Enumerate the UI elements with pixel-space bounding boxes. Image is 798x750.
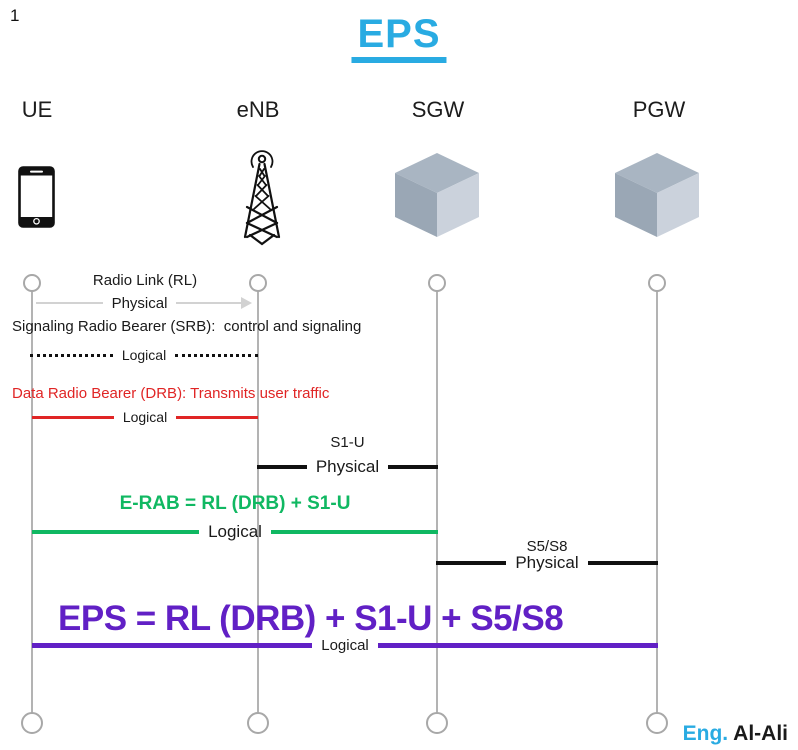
lifeline-bottom-circle-ue <box>21 712 43 734</box>
lifeline-top-circle-enb <box>249 274 267 292</box>
lifeline-bottom-circle-sgw <box>426 712 448 734</box>
s1u-physical-line: Physical <box>257 456 438 478</box>
radio-link-layer-label: Physical <box>111 294 168 312</box>
page-title: EPS <box>351 12 447 63</box>
drb-layer-label: Logical <box>122 409 168 425</box>
lifeline-pgw <box>656 283 658 713</box>
s1u-title: S1-U <box>330 434 365 451</box>
server-cube-icon <box>393 152 481 243</box>
node-label-ue: UE <box>21 97 53 122</box>
smartphone-icon <box>18 166 55 233</box>
srb-logical-line: Logical <box>30 344 258 366</box>
erab-layer-label: Logical <box>208 522 262 541</box>
watermark-prefix: Eng. <box>682 722 729 745</box>
lifeline-bottom-circle-pgw <box>646 712 668 734</box>
s5s8-title: S5/S8 <box>526 538 568 555</box>
s1u-layer-label: Physical <box>315 457 380 476</box>
srb-layer-label: Logical <box>121 347 167 363</box>
drb-title: Data Radio Bearer (DRB): Transmits user … <box>12 385 330 402</box>
eps-title: EPS = RL (DRB) + S1-U + S5/S8 <box>58 599 564 638</box>
watermark-name: Al-Ali <box>733 722 788 745</box>
eps-logical-line: Logical <box>32 634 659 656</box>
node-label-enb: eNB <box>236 97 280 122</box>
arrow-right-icon <box>241 297 253 309</box>
erab-title: E-RAB = RL (DRB) + S1-U <box>119 493 351 514</box>
eps-layer-label: Logical <box>321 636 369 654</box>
lifeline-sgw <box>436 283 438 713</box>
server-cube-icon <box>613 152 701 243</box>
srb-title: Signaling Radio Bearer (SRB): control an… <box>12 318 362 335</box>
antenna-tower-icon <box>237 147 287 252</box>
lifeline-top-circle-sgw <box>428 274 446 292</box>
radio-link-physical-line: Physical <box>36 292 253 314</box>
watermark: Eng. Al-Ali <box>683 722 788 746</box>
lifeline-top-circle-pgw <box>648 274 666 292</box>
node-label-pgw: PGW <box>632 97 686 122</box>
erab-logical-line: Logical <box>32 521 438 543</box>
lifeline-ue <box>31 283 33 713</box>
lifeline-bottom-circle-enb <box>247 712 269 734</box>
lifeline-top-circle-ue <box>23 274 41 292</box>
drb-logical-line: Logical <box>32 406 258 428</box>
node-label-sgw: SGW <box>411 97 465 122</box>
s5s8-physical-line: Physical <box>436 552 658 574</box>
s5s8-layer-label: Physical <box>515 553 579 572</box>
lifeline-enb <box>257 283 259 713</box>
radio-link-title: Radio Link (RL) <box>92 272 198 289</box>
page-number: 1 <box>10 6 20 25</box>
